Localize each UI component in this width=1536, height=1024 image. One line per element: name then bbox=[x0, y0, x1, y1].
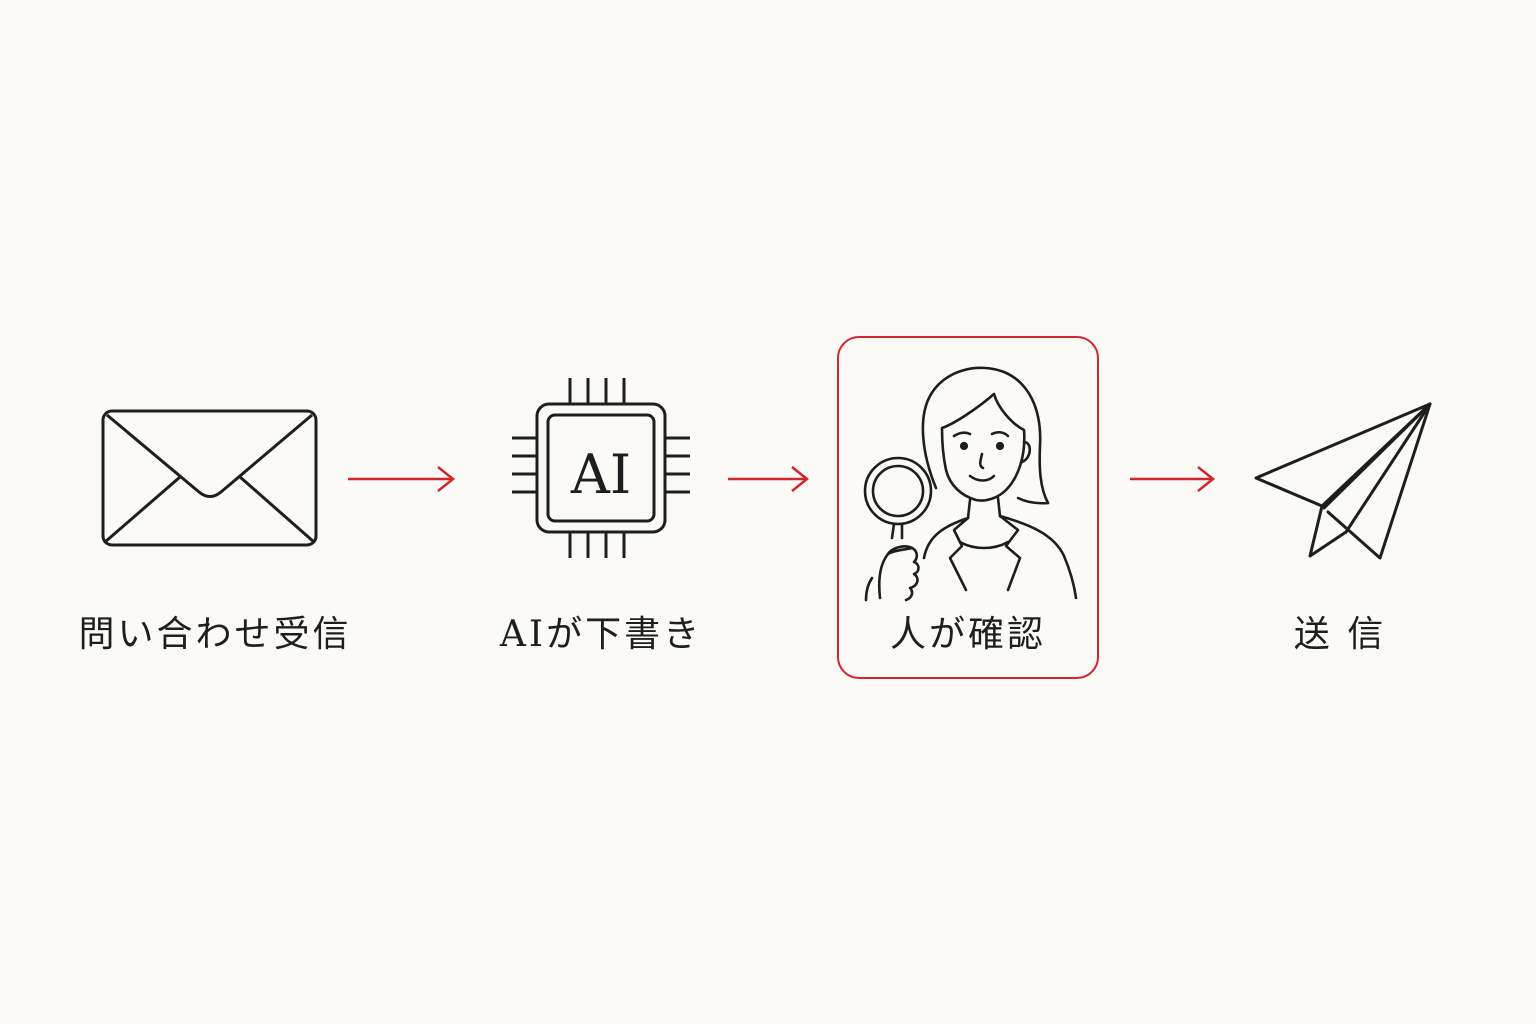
ai-chip-icon: AI bbox=[512, 378, 690, 558]
highlight-frame bbox=[837, 336, 1099, 679]
step-label-receive: 問い合わせ受信 bbox=[78, 614, 352, 655]
step-label-send: 送 信 bbox=[1293, 614, 1387, 655]
paper-plane-icon bbox=[1254, 402, 1432, 560]
step-label-ai-draft: AIが下書き bbox=[499, 614, 703, 655]
arrow-right-icon bbox=[1130, 466, 1216, 492]
step-label-human-check: 人が確認 bbox=[889, 614, 1046, 655]
envelope-icon bbox=[101, 409, 318, 547]
arrow-right-icon bbox=[728, 466, 810, 492]
arrow-right-icon bbox=[348, 466, 456, 492]
person-magnifier-icon bbox=[863, 366, 1078, 602]
ai-chip-text: AI bbox=[570, 443, 631, 506]
